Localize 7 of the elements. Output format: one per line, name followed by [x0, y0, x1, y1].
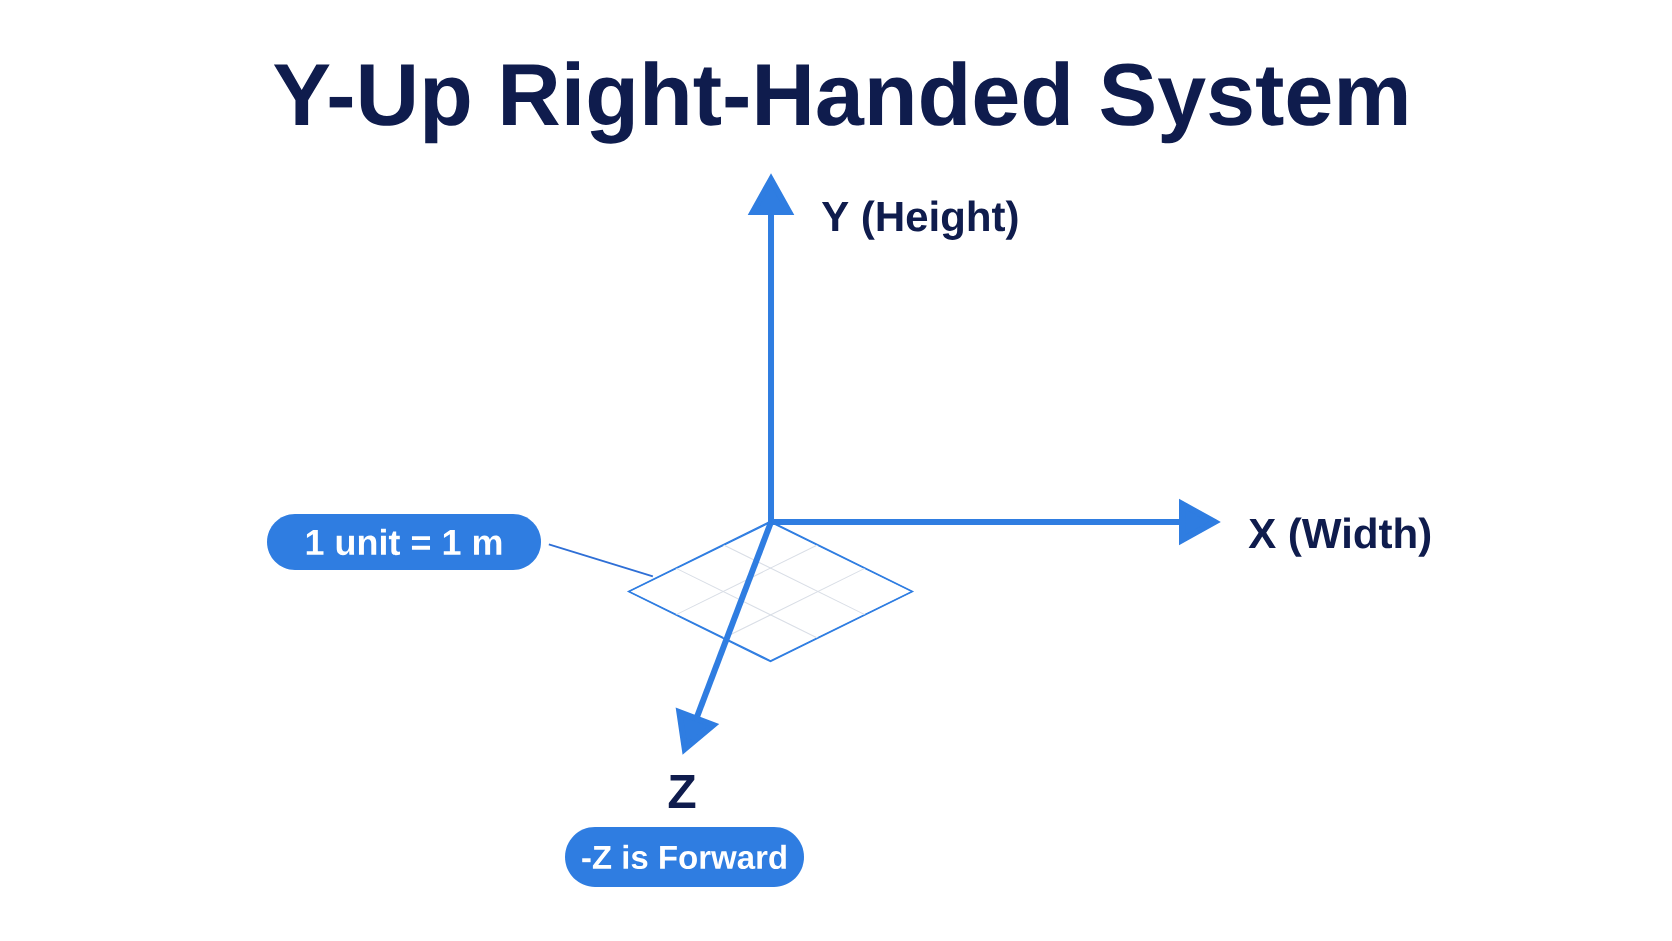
pill-label: -Z is Forward [565, 827, 804, 887]
axis-label: X (Width) [1248, 517, 1431, 557]
axis-label: Y (Height) [821, 200, 1018, 240]
leader-line [547, 543, 654, 578]
title: Y-Up Right-Handed System [273, 61, 1407, 144]
axis-label: Z [668, 774, 696, 808]
pill-label: 1 unit = 1 m [267, 514, 541, 570]
